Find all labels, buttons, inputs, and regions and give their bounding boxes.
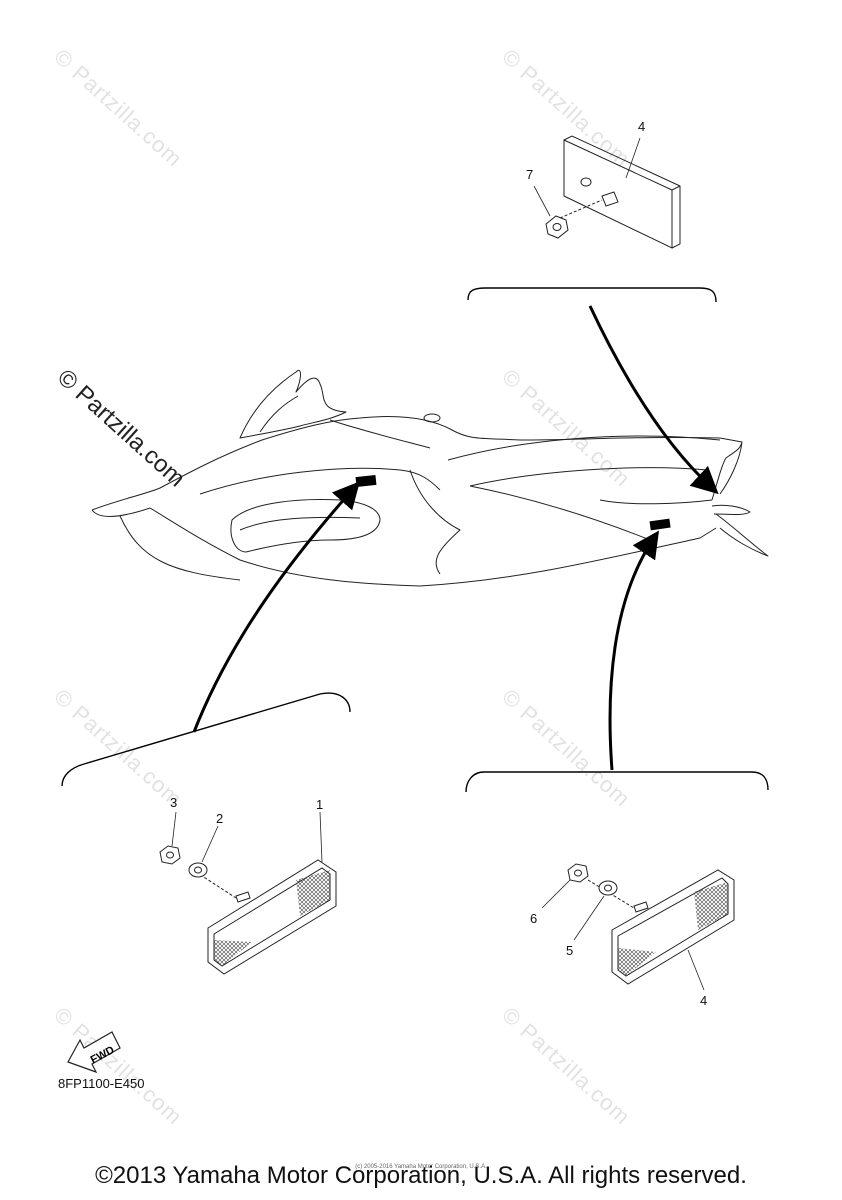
callout-top-nut: 7 bbox=[526, 167, 534, 182]
diagram-code: 8FP1100-E450 bbox=[58, 1076, 145, 1091]
callout-right-reflector: 4 bbox=[700, 993, 708, 1008]
reflector-location-rear bbox=[649, 518, 671, 531]
snowmobile-outline bbox=[91, 370, 769, 587]
copyright-footer: ©2013 Yamaha Motor Corporation, U.S.A. A… bbox=[95, 1162, 747, 1189]
callout-right-nut: 6 bbox=[530, 911, 538, 926]
left-reflector-assembly bbox=[159, 811, 337, 975]
detail-frame-left bbox=[61, 692, 351, 787]
top-reflector-assembly bbox=[533, 135, 681, 249]
leader-arrow-rear bbox=[588, 305, 719, 495]
fwd-arrow-icon: FWD bbox=[67, 1031, 121, 1074]
detail-frame-right bbox=[465, 771, 769, 793]
detail-frame-top bbox=[467, 287, 717, 303]
callout-left-reflector: 1 bbox=[316, 797, 324, 812]
callout-top-reflector: 4 bbox=[638, 119, 646, 134]
right-reflector-assembly bbox=[541, 863, 735, 991]
leader-arrow-side bbox=[608, 530, 660, 771]
callout-right-washer: 5 bbox=[566, 943, 574, 958]
leader-arrow-front bbox=[192, 481, 360, 733]
reflector-location-front bbox=[355, 474, 377, 488]
small-copyright: (c) 2005-2016 Yamaha Motor Corporation, … bbox=[355, 1164, 487, 1170]
callout-left-nut: 3 bbox=[170, 795, 178, 810]
callout-left-washer: 2 bbox=[216, 811, 224, 826]
